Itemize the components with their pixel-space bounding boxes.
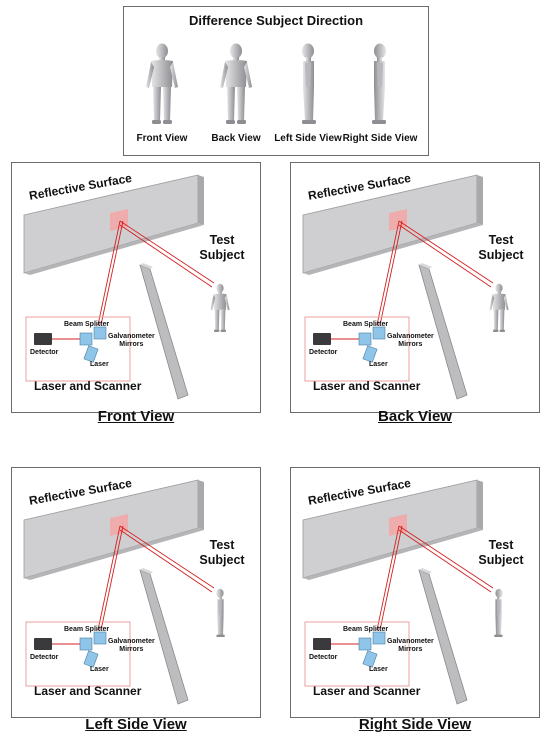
test-subject-label: Test Subject — [199, 233, 245, 262]
laser-beam-up — [376, 525, 400, 631]
reflection-highlight — [389, 209, 407, 231]
panel-caption-left: Left Side View — [85, 716, 187, 733]
detector-label: Detector — [30, 349, 59, 356]
divider-panel — [418, 569, 468, 705]
galvanometer-mirrors-icon — [93, 631, 107, 645]
galvanometer-mirrors-icon — [93, 326, 107, 340]
beam-splitter-icon — [79, 637, 93, 651]
test-subject-figure-right — [487, 586, 511, 640]
laser-label: Laser — [369, 361, 388, 368]
laser-and-scanner-label: Laser and Scanner — [313, 379, 421, 393]
laser-beam-to-subject — [398, 220, 494, 284]
galvanometer-mirrors-label: Galvanometer Mirrors — [387, 333, 434, 348]
laser-and-scanner-label: Laser and Scanner — [34, 379, 142, 393]
laser-scanner-box — [304, 621, 410, 687]
detector-icon — [34, 638, 52, 650]
laser-beam-return — [100, 525, 124, 631]
beam-splitter-label: Beam Splitter — [343, 626, 389, 633]
laser-label: Laser — [369, 666, 388, 673]
legend-label-front: Front View — [136, 133, 188, 144]
detector-icon — [313, 638, 331, 650]
detector-label: Detector — [30, 654, 59, 661]
divider-panel — [139, 264, 189, 400]
reflection-highlight — [110, 209, 128, 231]
panel-caption-front: Front View — [97, 408, 175, 425]
test-subject-label: Test Subject — [199, 538, 245, 567]
laser-scanner-box — [25, 316, 131, 382]
detector-icon — [34, 333, 52, 345]
reflection-highlight — [110, 514, 128, 536]
mannequin-figure-icon — [220, 43, 252, 124]
legend-figure-back — [216, 43, 256, 125]
legend-figure-front — [142, 43, 182, 125]
laser-beam-up — [376, 220, 400, 326]
reflection-highlight — [389, 514, 407, 536]
laser-label: Laser — [90, 361, 109, 368]
detector-label: Detector — [309, 349, 338, 356]
laser-beam-return — [379, 525, 403, 631]
galvanometer-mirrors-icon — [372, 631, 386, 645]
laser-icon — [83, 345, 99, 363]
legend-figure-left — [288, 43, 328, 125]
detector-icon — [313, 333, 331, 345]
legend-label-back: Back View — [211, 133, 261, 144]
mannequin-figure-icon — [489, 283, 509, 332]
divider-panel — [139, 569, 189, 705]
laser-label: Laser — [90, 666, 109, 673]
laser-and-scanner-label: Laser and Scanner — [34, 684, 142, 698]
test-subject-label: Test Subject — [478, 538, 524, 567]
laser-icon — [362, 650, 378, 668]
mannequin-figure-icon — [210, 283, 230, 332]
galvanometer-mirrors-icon — [372, 326, 386, 340]
mannequin-figure-icon — [494, 588, 503, 637]
beam-splitter-icon — [358, 637, 372, 651]
divider-panel — [418, 264, 468, 400]
laser-beam-up — [97, 220, 121, 326]
beam-splitter-icon — [358, 332, 372, 346]
mannequin-figure-icon — [302, 43, 316, 124]
direction-legend-box: Difference Subject Direction Front View B… — [123, 6, 429, 156]
legend-title: Difference Subject Direction — [188, 13, 364, 28]
laser-beam-to-subject — [119, 525, 215, 589]
test-subject-label: Test Subject — [478, 233, 524, 262]
panel-caption-right: Right Side View — [358, 716, 472, 733]
beam-splitter-icon — [79, 332, 93, 346]
galvanometer-mirrors-label: Galvanometer Mirrors — [108, 333, 155, 348]
laser-scanner-box — [25, 621, 131, 687]
beam-splitter-label: Beam Splitter — [64, 626, 110, 633]
beam-splitter-label: Beam Splitter — [64, 321, 110, 328]
laser-beam-to-subject — [119, 220, 215, 284]
mannequin-figure-icon — [372, 43, 386, 124]
laser-and-scanner-label: Laser and Scanner — [313, 684, 421, 698]
detector-label: Detector — [309, 654, 338, 661]
beam-splitter-label: Beam Splitter — [343, 321, 389, 328]
test-subject-figure-front — [208, 281, 232, 335]
legend-figure-right — [360, 43, 400, 125]
laser-icon — [83, 650, 99, 668]
legend-label-right: Right Side View — [342, 133, 418, 144]
laser-icon — [362, 345, 378, 363]
test-subject-figure-left — [208, 586, 232, 640]
legend-label-left: Left Side View — [274, 133, 342, 144]
test-subject-figure-back — [487, 281, 511, 335]
laser-beam-return — [379, 220, 403, 326]
laser-scanner-box — [304, 316, 410, 382]
galvanometer-mirrors-label: Galvanometer Mirrors — [387, 638, 434, 653]
laser-beam-up — [97, 525, 121, 631]
galvanometer-mirrors-label: Galvanometer Mirrors — [108, 638, 155, 653]
laser-beam-return — [100, 220, 124, 326]
mannequin-figure-icon — [216, 588, 225, 637]
panel-caption-back: Back View — [378, 408, 452, 425]
mannequin-figure-icon — [146, 43, 178, 124]
laser-beam-to-subject — [398, 525, 494, 589]
